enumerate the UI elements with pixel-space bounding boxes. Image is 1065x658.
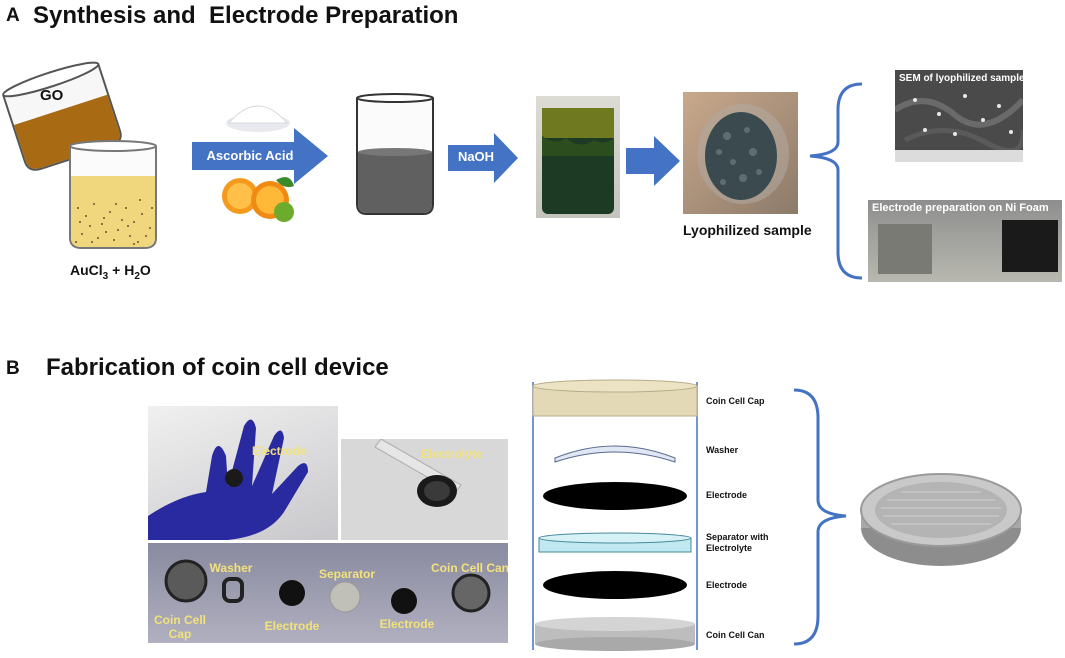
part-washer-label: Washer [209, 561, 253, 575]
gel-jar-photo [536, 96, 620, 218]
part-electrode2-label: Electrode [379, 617, 435, 631]
pipette-electrolyte-label: Electrolyte [421, 447, 483, 461]
stack-separator-label: Separator with Electrolyte [706, 532, 769, 553]
part-separator-label: Separator [318, 567, 376, 581]
sem-caption: SEM of lyophilized sample [899, 73, 1023, 84]
ascorbic-acid-powder [226, 105, 290, 132]
oranges-image [222, 177, 294, 222]
arrow-ascorbic-acid-label: Ascorbic Acid [206, 148, 294, 163]
panel-a-letter: A [6, 5, 20, 26]
stack-cap-label: Coin Cell Cap [706, 396, 765, 406]
panel-b-brace [793, 388, 847, 646]
go-label: GO [40, 87, 64, 104]
arrow-ascorbic-acid [192, 128, 328, 184]
electrolyte-pipette-photo: Electrolyte [341, 439, 508, 540]
aucl3-h2o-label: AuCl3 + H2O [70, 262, 151, 282]
coin-cell-stack-diagram [532, 379, 698, 651]
sem-image: SEM of lyophilized sample [895, 70, 1023, 162]
gel-beaker [356, 93, 434, 215]
part-coin-cell-can-label: Coin Cell Can [430, 561, 508, 575]
ni-foam-photo: Electrode preparation on Ni Foam [868, 200, 1062, 282]
glove-electrode-label: Electrode [252, 444, 307, 458]
part-electrode1-label: Electrode [264, 619, 320, 633]
arrow-naoh [448, 133, 518, 183]
part-coin-cell-cap-label: Coin Cell Cap [153, 613, 206, 641]
aucl3-beaker [69, 140, 157, 249]
stack-washer-label: Washer [706, 445, 739, 455]
lyophilized-sample-photo [683, 92, 798, 214]
panel-a-brace [809, 82, 863, 280]
panel-b-letter: B [6, 358, 20, 379]
coin-cell-parts-photo: Coin Cell Cap Washer Electrode Separator… [148, 543, 508, 643]
arrow-lyophilize [626, 136, 680, 186]
stack-can-label: Coin Cell Can [706, 630, 765, 640]
stack-electrode-bottom-label: Electrode [706, 580, 748, 590]
coin-cell-image [860, 473, 1022, 566]
glove-photo: Electrode [148, 406, 338, 540]
lyophilized-sample-label: Lyophilized sample [683, 222, 812, 238]
ni-foam-caption: Electrode preparation on Ni Foam [872, 202, 1049, 214]
panel-b-title: Fabrication of coin cell device [46, 354, 389, 381]
stack-electrode-top-label: Electrode [706, 490, 748, 500]
arrow-naoh-label: NaOH [457, 149, 495, 164]
panel-a-title: Synthesis and Electrode Preparation [33, 2, 459, 29]
